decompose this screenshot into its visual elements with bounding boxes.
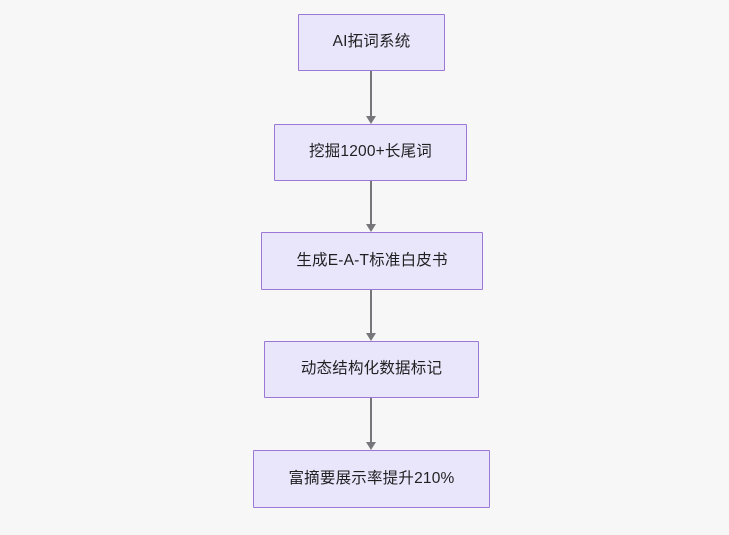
flow-arrow-1 (361, 71, 381, 124)
flow-node-rich-snippet-impression-lift[interactable]: 富摘要展示率提升210% (253, 450, 490, 508)
flow-arrow-4 (361, 398, 381, 450)
flow-arrow-3-head (366, 333, 376, 341)
flow-node-label: 动态结构化数据标记 (300, 360, 443, 378)
flow-node-label: AI拓词系统 (332, 33, 411, 51)
flow-node-ai-keyword-system[interactable]: AI拓词系统 (298, 14, 445, 71)
flow-arrow-3-line (370, 290, 372, 333)
flow-arrow-4-head (366, 442, 376, 450)
flow-arrow-2-head (366, 224, 376, 232)
flow-node-label: 挖掘1200+长尾词 (308, 143, 433, 161)
flow-node-generate-eat-whitepaper[interactable]: 生成E-A-T标准白皮书 (261, 232, 483, 290)
flow-node-label: 富摘要展示率提升210% (288, 469, 455, 487)
flow-node-mine-longtail-keywords[interactable]: 挖掘1200+长尾词 (274, 124, 467, 181)
flow-arrow-4-line (370, 398, 372, 442)
flow-arrow-3 (361, 290, 381, 341)
flow-arrow-2 (361, 181, 381, 232)
flow-arrow-1-line (370, 71, 372, 116)
flow-arrow-1-head (366, 116, 376, 124)
flow-arrow-2-line (370, 181, 372, 224)
flow-node-dynamic-structured-data-markup[interactable]: 动态结构化数据标记 (264, 341, 479, 398)
flow-node-label: 生成E-A-T标准白皮书 (296, 251, 448, 269)
